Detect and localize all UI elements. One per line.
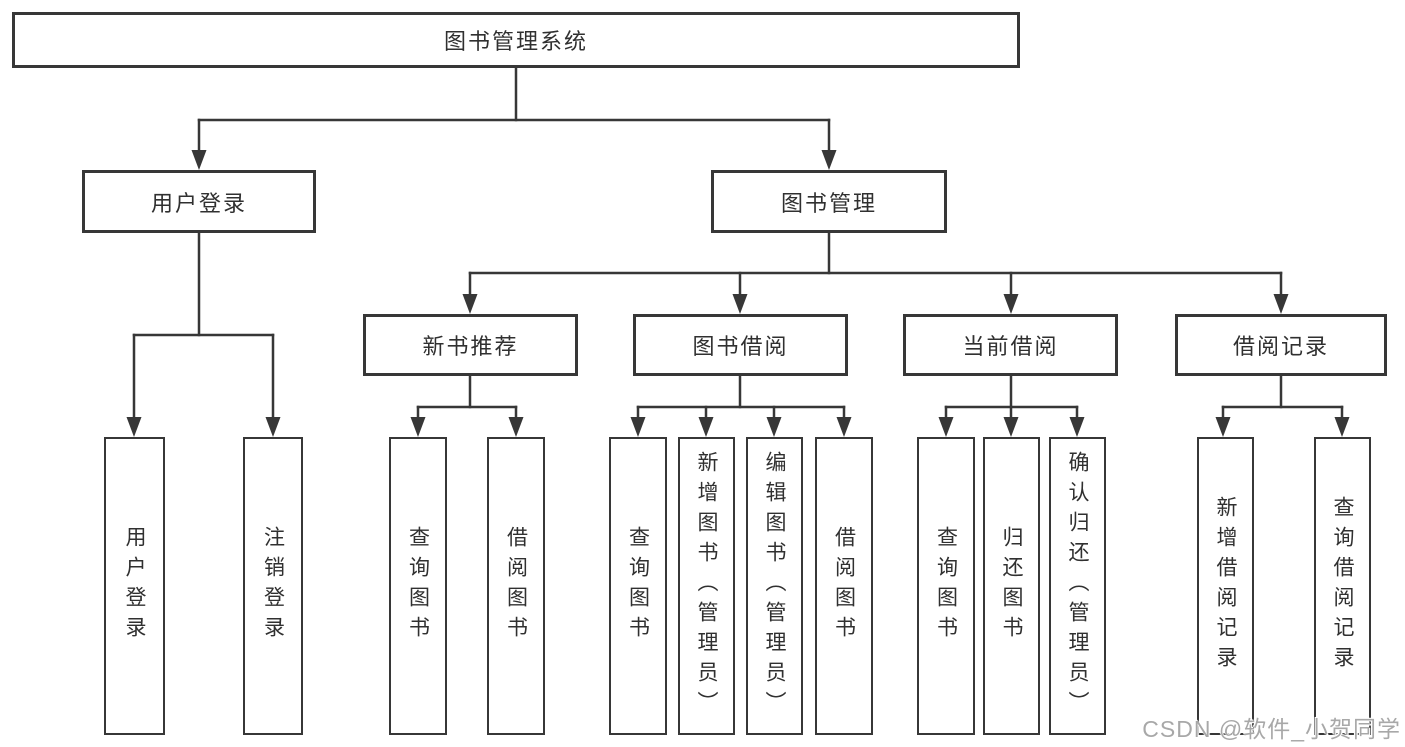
node-label: 借阅图书 — [832, 526, 856, 646]
node-label: 用户登录 — [123, 526, 147, 646]
node-label: 新增借阅记录 — [1214, 496, 1238, 676]
leaf-edit-books-admin: 编辑图书（管理员） — [746, 437, 803, 735]
node-book-borrowing: 图书借阅 — [633, 314, 848, 376]
node-label: 查询图书 — [626, 526, 650, 646]
node-label: 归还图书 — [1000, 526, 1024, 646]
node-label: 查询借阅记录 — [1331, 496, 1355, 676]
node-library-system: 图书管理系统 — [12, 12, 1020, 68]
node-current-borrowing: 当前借阅 — [903, 314, 1118, 376]
node-user-login: 用户登录 — [82, 170, 316, 233]
leaf-query-books-recommend: 查询图书 — [389, 437, 447, 735]
leaf-query-books-current: 查询图书 — [917, 437, 975, 735]
node-label: 查询图书 — [934, 526, 958, 646]
leaf-borrow-books-recommend: 借阅图书 — [487, 437, 545, 735]
watermark: CSDN @软件_小贺同学 — [1142, 716, 1401, 742]
leaf-borrow-books: 借阅图书 — [815, 437, 873, 735]
node-label: 查询图书 — [406, 526, 430, 646]
node-label: 当前借阅 — [962, 334, 1059, 359]
node-book-management: 图书管理 — [711, 170, 947, 233]
leaf-add-borrow-record: 新增借阅记录 — [1197, 437, 1254, 735]
node-label: 新增图书（管理员） — [695, 451, 719, 721]
node-label: 编辑图书（管理员） — [763, 451, 787, 721]
node-label: 图书借阅 — [692, 334, 789, 359]
node-new-book-recommend: 新书推荐 — [363, 314, 578, 376]
node-label: 图书管理系统 — [443, 29, 588, 54]
leaf-confirm-return-admin: 确认归还（管理员） — [1049, 437, 1106, 735]
node-label: 借阅记录 — [1232, 334, 1329, 359]
leaf-logout: 注销登录 — [243, 437, 303, 735]
node-borrowing-records: 借阅记录 — [1175, 314, 1387, 376]
leaf-query-borrow-record: 查询借阅记录 — [1314, 437, 1371, 735]
node-label: 图书管理 — [780, 190, 877, 216]
leaf-query-books-borrowing: 查询图书 — [609, 437, 667, 735]
node-label: 用户登录 — [150, 190, 247, 216]
node-label: 确认归还（管理员） — [1066, 451, 1090, 721]
node-label: 注销登录 — [261, 526, 285, 646]
leaf-return-books: 归还图书 — [983, 437, 1040, 735]
leaf-add-books-admin: 新增图书（管理员） — [678, 437, 735, 735]
node-label: 借阅图书 — [504, 526, 528, 646]
leaf-user-login: 用户登录 — [104, 437, 165, 735]
node-label: 新书推荐 — [422, 334, 519, 359]
